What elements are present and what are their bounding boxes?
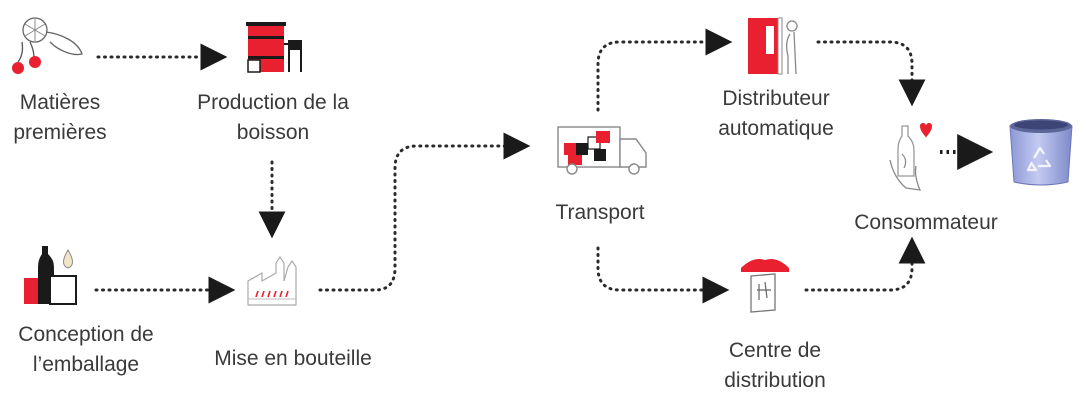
arrow-mise-to-transport xyxy=(318,132,531,292)
node-production-boisson: Production de la boisson xyxy=(170,88,376,148)
node-label: automatique xyxy=(718,117,834,140)
node-label: Distributeur xyxy=(722,87,830,110)
tanks-icon xyxy=(246,22,302,73)
node-label: Consommateur xyxy=(854,211,998,234)
store-icon xyxy=(741,259,789,313)
node-transport: Transport xyxy=(545,198,655,228)
truck-icon xyxy=(557,126,647,175)
arrow-distributeur-to-consommateur xyxy=(816,40,926,107)
node-label: Matières xyxy=(19,91,101,114)
bottle-design-icon xyxy=(24,246,77,305)
recycle-bin-icon xyxy=(1009,119,1073,186)
node-label: Production de la xyxy=(197,91,349,114)
hand-bottle-icon xyxy=(889,123,932,191)
node-centre-distribution: Centre de distribution xyxy=(700,336,850,396)
node-label: Conception de xyxy=(18,323,154,346)
arrow-centre-to-consommateur xyxy=(804,236,926,292)
arrow-transport-to-distributeur xyxy=(596,28,733,112)
node-matieres-premieres: Matières premières xyxy=(0,88,120,148)
factory-icon xyxy=(247,255,297,306)
node-consommateur: Consommateur xyxy=(826,208,1026,238)
node-mise-en-bouteille: Mise en bouteille xyxy=(190,344,396,374)
node-conception-emballage: Conception de l’emballage xyxy=(0,320,172,380)
fruit-icon xyxy=(12,17,83,74)
node-distributeur-automatique: Distributeur automatique xyxy=(696,84,856,144)
node-label: Transport xyxy=(555,201,645,224)
vending-machine-icon xyxy=(748,17,798,75)
node-label: premières xyxy=(13,121,107,144)
node-label: boisson xyxy=(236,121,310,144)
node-label: Mise en bouteille xyxy=(214,347,372,370)
node-label: distribution xyxy=(724,369,826,392)
node-label: l’emballage xyxy=(32,353,140,376)
node-label: Centre de xyxy=(728,339,822,362)
arrow-transport-to-centre xyxy=(596,246,730,304)
